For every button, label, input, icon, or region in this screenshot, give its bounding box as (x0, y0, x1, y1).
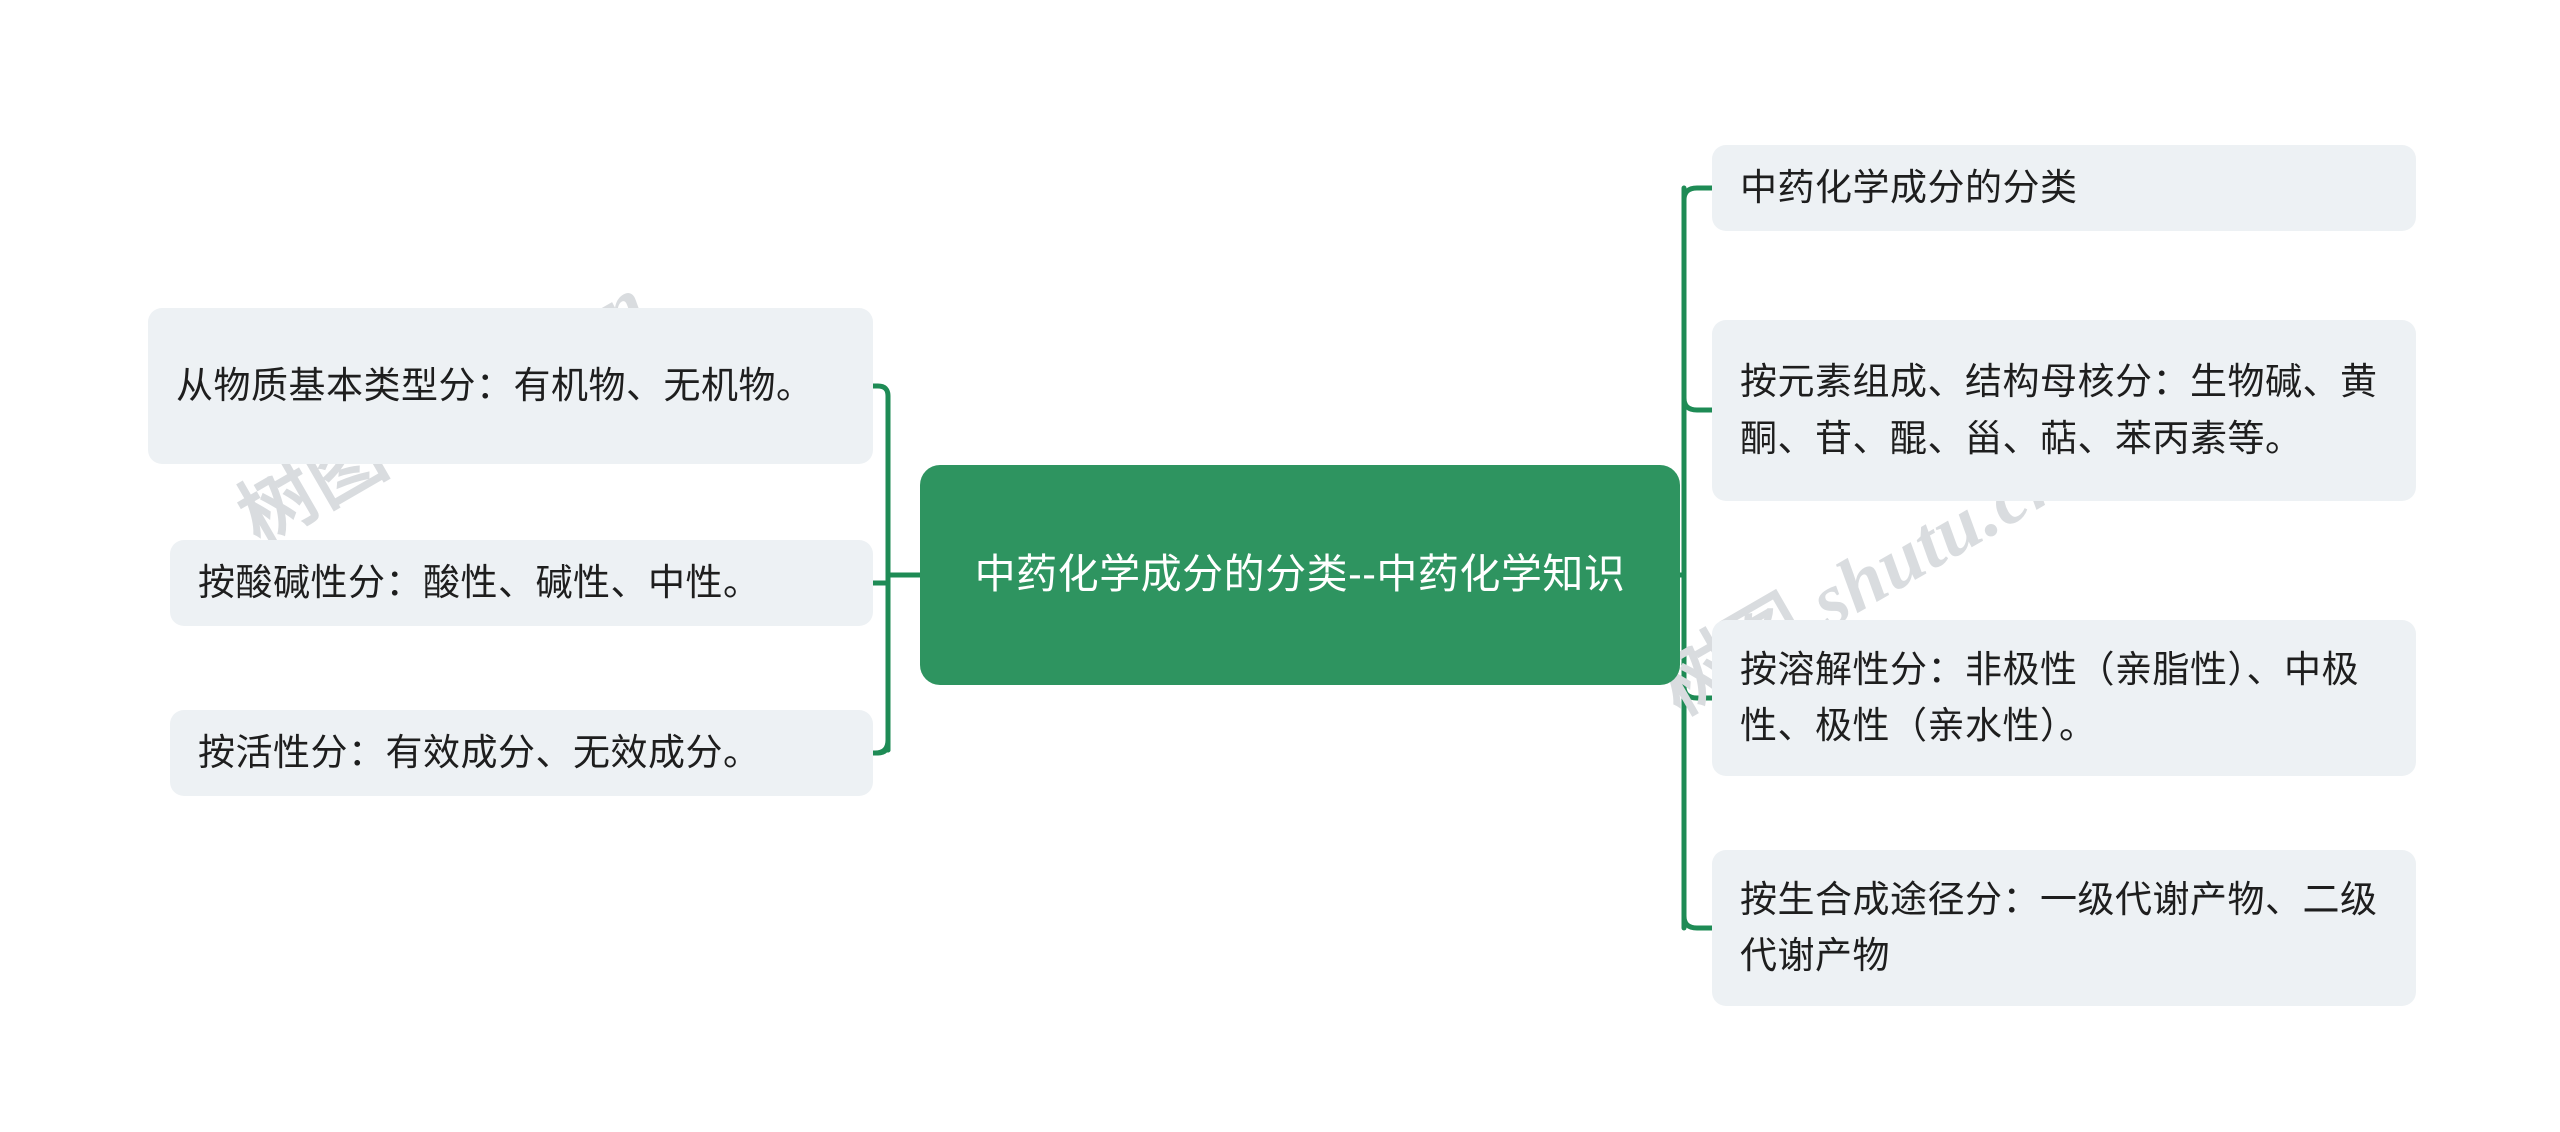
branch-node-right-2-label: 按元素组成、结构母核分：生物碱、黄酮、苷、醌、甾、萜、苯丙素等。 (1740, 361, 2378, 459)
branch-node-right-1-label: 中药化学成分的分类 (1740, 166, 2078, 208)
branch-node-right-4[interactable]: 按生合成途径分：一级代谢产物、二级代谢产物 (1712, 850, 2416, 1006)
branch-node-right-1[interactable]: 中药化学成分的分类 (1712, 145, 2416, 231)
branch-node-left-3-label: 按活性分：有效成分、无效成分。 (198, 731, 761, 773)
branch-node-right-4-label: 按生合成途径分：一级代谢产物、二级代谢产物 (1740, 878, 2378, 976)
connector-left-3b (870, 737, 891, 756)
connector-right-2 (1681, 395, 1715, 413)
branch-node-left-3[interactable]: 按活性分：有效成分、无效成分。 (170, 710, 873, 796)
root-node[interactable]: 中药化学成分的分类--中药化学知识 (920, 465, 1680, 685)
connector-left-3 (870, 740, 891, 756)
branch-node-right-3[interactable]: 按溶解性分：非极性（亲脂性）、中极性、极性（亲水性）。 (1712, 620, 2416, 776)
connector-right-4 (1681, 913, 1715, 931)
branch-node-left-1-label: 从物质基本类型分：有机物、无机物。 (176, 364, 814, 406)
branch-node-left-1[interactable]: 从物质基本类型分：有机物、无机物。 (148, 308, 873, 464)
branch-node-right-2[interactable]: 按元素组成、结构母核分：生物碱、黄酮、苷、醌、甾、萜、苯丙素等。 (1712, 320, 2416, 501)
connector-left-1 (870, 383, 891, 403)
branch-node-left-2[interactable]: 按酸碱性分：酸性、碱性、中性。 (170, 540, 873, 626)
branch-node-right-3-label: 按溶解性分：非极性（亲脂性）、中极性、极性（亲水性）。 (1740, 648, 2359, 746)
branch-node-left-2-label: 按酸碱性分：酸性、碱性、中性。 (198, 561, 761, 603)
root-node-label: 中药化学成分的分类--中药化学知识 (974, 551, 1626, 598)
connector-right-1 (1681, 185, 1715, 203)
